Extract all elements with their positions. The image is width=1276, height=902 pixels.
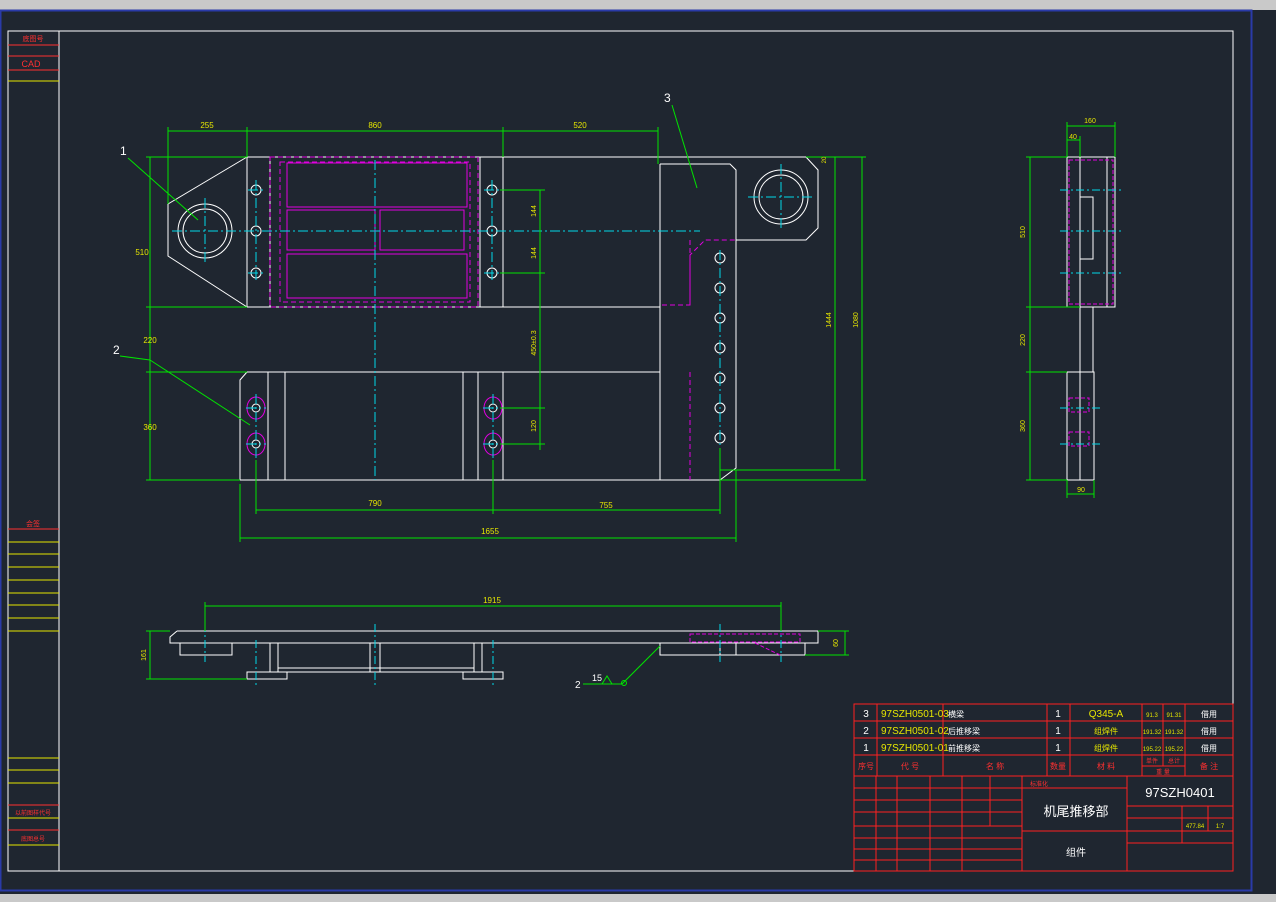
bom-row-2-qty: 1 [1055,726,1061,737]
bom-row-3-w1: 91.3 [1146,713,1158,719]
left-strip: 底图号 CAD 会签 以前图样代号 底图总号 [8,31,60,871]
dim-144-a: 144 [531,205,538,217]
side-dim-510: 510 [1020,226,1027,238]
dim-755: 755 [599,501,613,510]
dim-1655: 1655 [481,527,499,536]
side-dim-360: 360 [1020,420,1027,432]
dim-1080: 1080 [853,312,860,328]
balloon-1: 1 [120,144,127,158]
dim-255: 255 [200,121,214,130]
drawing-number: 97SZH0401 [1145,785,1214,800]
drawing-scale: 1:7 [1216,824,1225,830]
side-dim-40: 40 [1069,134,1077,141]
bom-header-seq: 序号 [858,761,874,771]
bom-row-2-w2: 191.32 [1165,730,1184,736]
bom-row-1-code: 97SZH0501-01 [881,743,949,754]
bom-row-1-name: 前推移梁 [948,743,980,753]
weld-ref-number: 2 [575,680,581,691]
dim-520: 520 [573,121,587,130]
side-dim-220: 220 [1020,334,1027,346]
bottom-dim-60: 60 [833,639,840,647]
sheet-border [7,30,1234,872]
bom-row-2-code: 97SZH0501-02 [881,726,949,737]
bom-table: 3 97SZH0501-03 横梁 1 Q345-A 91.3 91.31 借用… [853,703,1234,777]
title-label-dept: 标准化 [1030,780,1048,788]
bom-row-1-qty: 1 [1055,743,1061,754]
bom-row-3-w2: 91.31 [1166,713,1182,719]
bom-row-3-code: 97SZH0501-03 [881,709,949,720]
dim-510: 510 [135,248,149,257]
front-view: 1 2 3 255 860 520 510 220 360 144 144 45… [113,91,866,542]
strip-label-total-no: 底图总号 [21,835,45,843]
dim-860: 860 [368,121,382,130]
bom-row-2-seq: 2 [863,726,869,737]
dim-790: 790 [368,499,382,508]
dim-144-b: 144 [531,247,538,259]
bom-header-note: 备 注 [1200,761,1218,771]
bom-row-3-material: Q345-A [1089,709,1124,720]
bom-row-1-material: 组焊件 [1094,743,1118,753]
bom-header-qty: 数量 [1050,761,1066,771]
side-view: 160 40 510 220 360 90 [1020,118,1124,498]
dim-1444: 1444 [826,312,833,328]
window-bottom-bar [0,894,1276,902]
bom-header-code: 代 号 [901,761,919,771]
dim-20: 20 [822,156,828,163]
weld-size: 15 [592,673,602,683]
strip-label-prev-code: 以前图样代号 [15,809,51,817]
title-block: 标准化 97SZH0401 机尾推移部 组件 477.84 1:7 [853,775,1234,872]
balloon-2: 2 [113,343,120,357]
bom-row-3-name: 横梁 [948,709,964,719]
drawing-subtitle: 组件 [1066,846,1086,859]
bom-row-1-seq: 1 [863,743,869,754]
bom-header-material: 材 料 [1097,761,1115,771]
bom-row-3-qty: 1 [1055,709,1061,720]
bom-row-2-name: 后推移梁 [948,726,980,736]
drawing-title: 机尾推移部 [1043,804,1108,819]
bom-header-weight-unit: 单件 [1146,757,1158,765]
side-dim-160: 160 [1084,118,1096,125]
bottom-view: 1915 161 60 2 15 [141,596,849,691]
strip-label-cad: CAD [21,59,41,69]
bottom-dim-1915: 1915 [483,596,501,605]
side-dim-90: 90 [1077,487,1085,494]
dim-450: 450±0.3 [531,330,538,355]
bom-row-2-material: 组焊件 [1094,726,1118,736]
bom-row-3-seq: 3 [863,709,869,720]
bom-row-1-w2: 195.22 [1165,747,1184,753]
bom-row-3-note: 借用 [1201,709,1217,719]
viewport-frame [0,9,1253,892]
balloon-3: 3 [664,91,671,105]
bottom-dim-161: 161 [141,649,148,661]
bom-header-name: 名 称 [986,761,1004,771]
strip-label-sign: 会签 [26,519,40,528]
bom-row-1-note: 借用 [1201,743,1217,753]
bom-header-weight-total: 总计 [1168,757,1180,765]
dim-120: 120 [531,420,538,432]
bom-header-weight: 重 量 [1156,768,1170,776]
drawing-weight: 477.84 [1186,824,1205,830]
strip-label-a: 底图号 [23,34,44,43]
window-top-bar [0,0,1276,10]
bom-row-2-w1: 191.32 [1143,730,1162,736]
dim-360: 360 [143,423,157,432]
bom-row-2-note: 借用 [1201,726,1217,736]
bom-row-1-w1: 195.22 [1143,747,1162,753]
dim-220: 220 [143,336,157,345]
